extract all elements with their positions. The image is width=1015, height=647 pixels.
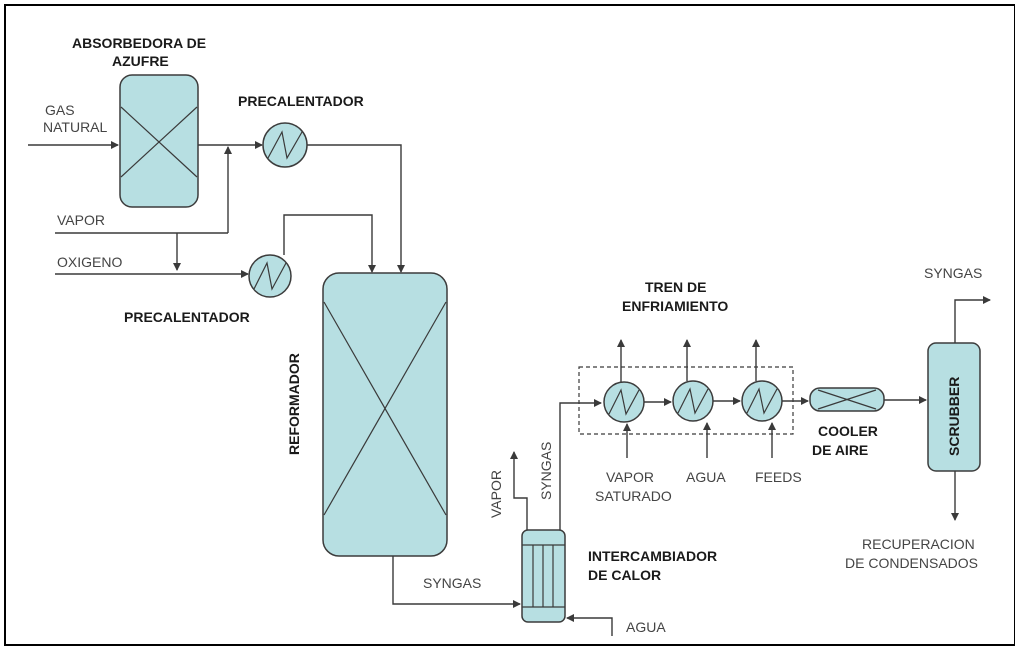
precalentador-bottom-label: PRECALENTADOR <box>124 309 250 325</box>
syngas-top-label: SYNGAS <box>924 265 982 281</box>
cooler-exchanger-2 <box>672 380 714 422</box>
absorbedora-vessel <box>119 74 199 208</box>
syngas-vertical-label: SYNGAS <box>538 442 554 500</box>
reformador-label: REFORMADOR <box>286 353 302 455</box>
syngas-bottom-label: SYNGAS <box>423 575 481 591</box>
gas-label: GAS <box>45 102 75 118</box>
absorbedora-label: ABSORBEDORA DE <box>72 35 206 51</box>
intercambiador-exchanger <box>521 529 566 623</box>
feeds-label: FEEDS <box>755 469 802 485</box>
agua-hx-label: AGUA <box>686 469 726 485</box>
azufre-label: AZUFRE <box>112 53 169 69</box>
syngas-riser-line <box>559 399 602 530</box>
de-calor-label: DE CALOR <box>588 567 661 583</box>
vapor-in-label: VAPOR <box>57 212 105 228</box>
precalentador-top-out <box>307 144 405 273</box>
scrubber-vessel <box>927 342 981 472</box>
precalentador-bottom-out <box>283 214 376 273</box>
natural-label: NATURAL <box>43 119 108 135</box>
scrubber-label: SCRUBBER <box>946 377 962 456</box>
de-condensados-label: DE CONDENSADOS <box>845 555 978 571</box>
de-aire-label: DE AIRE <box>812 442 868 458</box>
tren-de-label: TREN DE <box>645 279 706 295</box>
agua-bottom-label: AGUA <box>626 619 666 635</box>
agua-in-line <box>566 614 613 636</box>
intercambiador-label: INTERCAMBIADOR <box>588 548 717 564</box>
vapor-out-line <box>510 451 528 530</box>
diagram-border <box>4 4 1015 646</box>
vapor-saturado-label-1: VAPOR <box>606 469 654 485</box>
scrubber-syngas-out <box>954 296 991 343</box>
cooler-de-aire <box>809 387 885 412</box>
vapor-out-label: VAPOR <box>488 470 504 518</box>
cooler-exchanger-1 <box>603 381 645 423</box>
precalentador-top-label: PRECALENTADOR <box>238 93 364 109</box>
precalentador-top-exchanger <box>262 122 308 168</box>
precalentador-bottom-exchanger <box>248 254 292 298</box>
cooler-exchanger-3 <box>741 380 783 422</box>
reformador-vessel <box>322 272 448 557</box>
cooler-label: COOLER <box>818 423 878 439</box>
enfriamiento-label: ENFRIAMIENTO <box>622 298 728 314</box>
recuperacion-label: RECUPERACION <box>862 536 975 552</box>
reformador-syngas-line <box>392 556 521 608</box>
oxigeno-label: OXIGENO <box>57 254 122 270</box>
vapor-saturado-label-2: SATURADO <box>595 488 672 504</box>
